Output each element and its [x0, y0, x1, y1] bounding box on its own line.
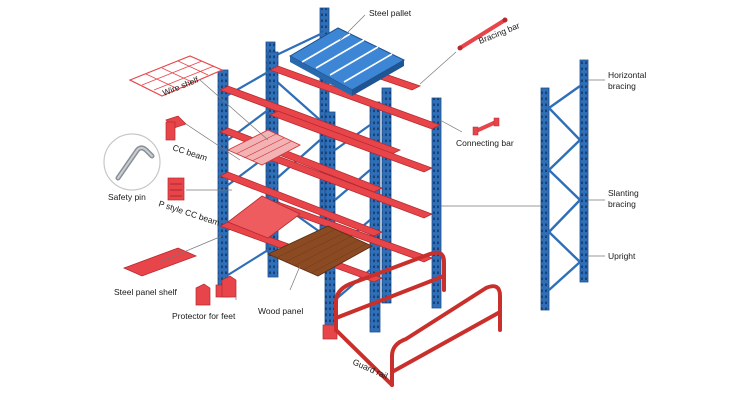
connecting-bar-part	[472, 117, 500, 136]
upright	[369, 101, 381, 333]
label-protector-for-feet: Protector for feet	[172, 311, 236, 321]
cc-beam-part	[165, 115, 187, 141]
beam	[219, 171, 383, 237]
wood-panel-installed	[266, 225, 373, 277]
p-style-cc-beam-part	[167, 177, 185, 201]
upright	[431, 97, 442, 309]
steel-panel-installed	[227, 195, 301, 239]
upright	[267, 51, 279, 278]
label-steel-pallet: Steel pallet	[369, 8, 412, 18]
main-rack	[215, 7, 442, 340]
safety-pin-part	[103, 133, 161, 191]
label-cc-beam: CC beam	[171, 142, 208, 163]
label-horizontal-bracing-2: bracing	[608, 81, 636, 91]
label-horizontal-bracing-1: Horizontal	[608, 70, 646, 80]
beam	[268, 65, 442, 130]
standalone-upright-frame	[540, 59, 589, 311]
label-steel-panel-shelf: Steel panel shelf	[114, 287, 177, 297]
label-wood-panel: Wood panel	[258, 306, 303, 316]
horizontal-bracing-member	[548, 85, 581, 109]
bracing-bar-part	[457, 17, 508, 51]
guard-rail	[334, 250, 502, 387]
steel-pallet	[288, 27, 406, 96]
label-safety-pin: Safety pin	[108, 192, 146, 202]
label-p-style-cc-beam: P style CC beam	[157, 198, 221, 227]
upright	[540, 87, 550, 311]
protector-for-feet-part	[195, 275, 237, 306]
beam	[268, 110, 434, 173]
label-connecting-bar: Connecting bar	[456, 138, 514, 148]
leader-lines	[159, 14, 605, 300]
beams	[218, 55, 442, 283]
upright	[579, 59, 589, 283]
wire-shelf-installed	[226, 129, 302, 166]
label-slanting-bracing-1: Slanting	[608, 188, 639, 198]
label-upright: Upright	[608, 251, 636, 261]
label-guard-rail: Guard rail	[351, 357, 389, 381]
wire-shelf-part	[128, 55, 224, 97]
slanting-bracing-member	[548, 169, 581, 201]
label-slanting-bracing-2: bracing	[608, 199, 636, 209]
